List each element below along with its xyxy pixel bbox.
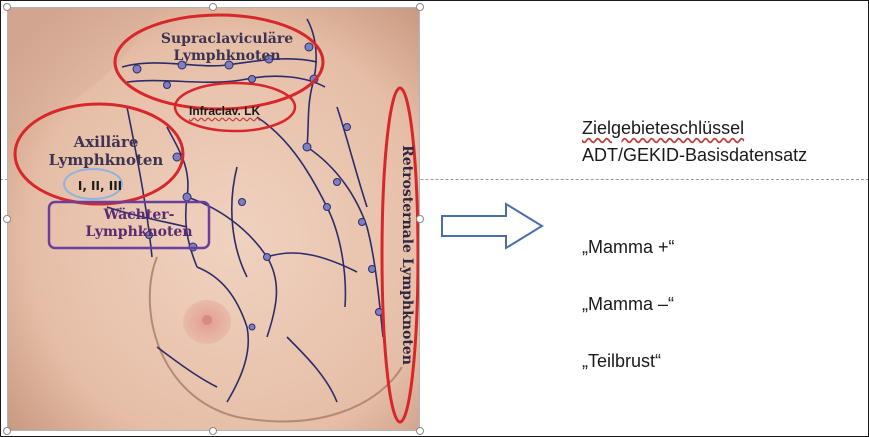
breast-lymph-diagram[interactable]: Supraclaviculäre Lymphknoten Infraclav. … [7, 7, 420, 431]
axillary-label: Axilläre Lymphknoten [21, 133, 191, 169]
right-arrow-icon [440, 201, 546, 251]
target-key-item: „Teilbrust“ [582, 351, 661, 372]
resize-handle-right[interactable] [416, 215, 424, 223]
target-key-subtitle: ADT/GEKID-Basisdatensatz [582, 142, 807, 169]
resize-handle-left[interactable] [3, 215, 11, 223]
nipple [202, 315, 212, 325]
resize-handle-top-left[interactable] [3, 3, 11, 11]
resize-handle-bottom-right[interactable] [416, 427, 424, 435]
axillary-levels-label: I, II, III [72, 179, 128, 193]
resize-handle-bottom-left[interactable] [3, 427, 11, 435]
sentinel-label: Wächter- Lymphknoten [59, 207, 219, 241]
target-key-item: „Mamma +“ [582, 237, 675, 258]
resize-handle-bottom[interactable] [209, 427, 217, 435]
resize-handle-top-right[interactable] [416, 3, 424, 11]
target-key-title: Zielgebieteschlüssel [582, 115, 807, 142]
resize-handle-top[interactable] [209, 3, 217, 11]
infraclavicular-label: Infraclav. LK [189, 104, 260, 118]
target-key-heading: Zielgebieteschlüssel ADT/GEKID-Basisdate… [582, 115, 807, 169]
supraclavicular-label: Supraclaviculäre Lymphknoten [127, 31, 327, 65]
target-key-item: „Mamma –“ [582, 294, 674, 315]
